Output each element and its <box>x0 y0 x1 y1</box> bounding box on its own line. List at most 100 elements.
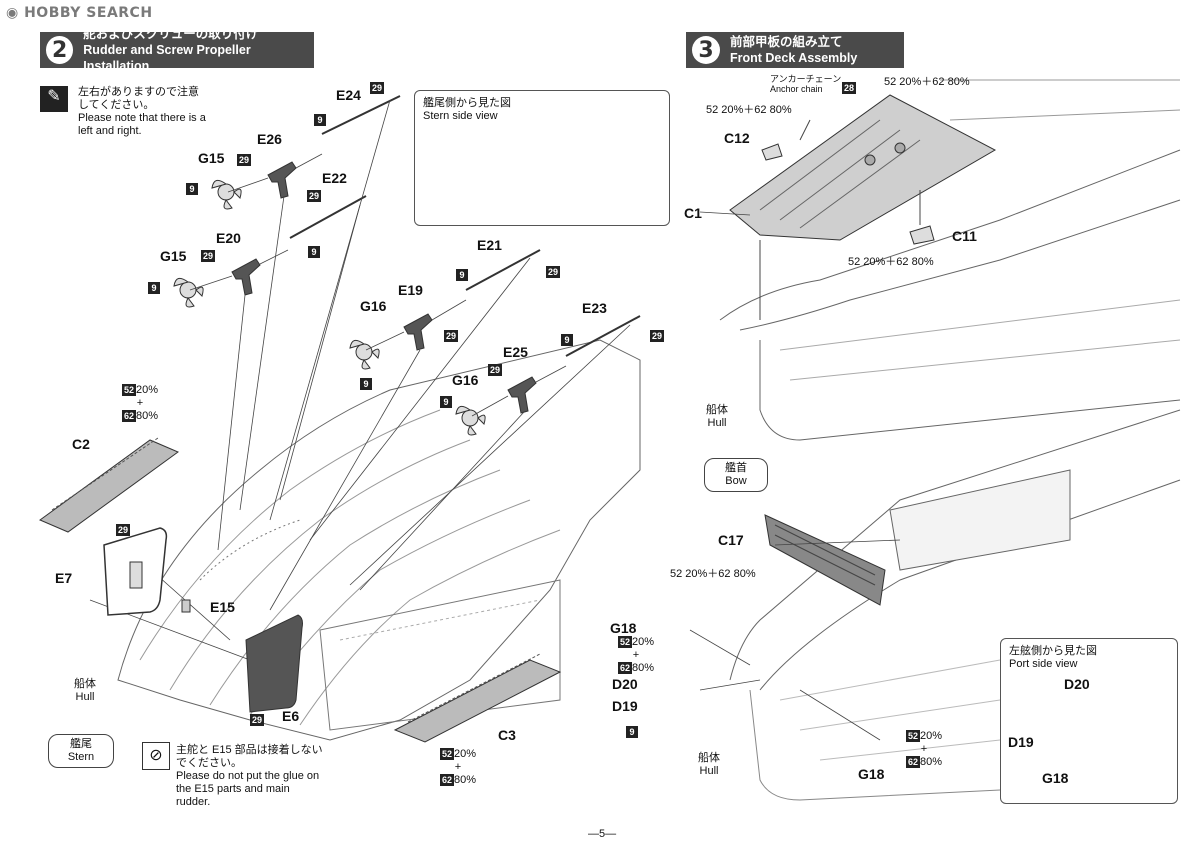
watermark-text: HOBBY SEARCH <box>24 5 153 21</box>
port-side-view-inset: 左舷側から見た図 Port side view <box>1000 638 1178 804</box>
deck-rail-c3 <box>393 653 562 743</box>
propeller-g15-upper <box>211 179 242 210</box>
paint-badge: 29 <box>488 364 503 376</box>
part-label-e25: E25 <box>503 344 528 360</box>
part-label-c12: C12 <box>724 130 750 146</box>
paint-mix-c11: 52 20%＋62 80% <box>848 256 934 268</box>
paint-mix-c12: 52 20%＋62 80% <box>706 104 792 116</box>
paint-badge: 9 <box>626 726 638 738</box>
propeller-shaft-e24 <box>321 95 401 135</box>
bow-hull-upper <box>719 79 1181 441</box>
shaft-bracket-e25 <box>507 376 537 414</box>
part-label-g15: G15 <box>198 150 225 166</box>
step-2-header: 2 舵およびスクリューの取り付け Rudder and Screw Propel… <box>40 27 314 73</box>
hull-label-bow-upper: 船体 Hull <box>706 404 728 429</box>
part-label-e6: E6 <box>282 708 300 724</box>
caution-icon: ✎ <box>40 86 68 112</box>
step-2-title-jp: 舵およびスクリューの取り付け <box>83 27 259 41</box>
part-label-e21: E21 <box>477 237 502 253</box>
port-view-title-jp: 左舷側から見た図 <box>1009 645 1097 657</box>
part-label-g18: G18 <box>610 620 637 636</box>
port-view-title-en: Port side view <box>1009 658 1078 670</box>
step-2-note-jp: 左右がありますので注意してください。 <box>78 86 199 111</box>
stern-side-view-inset: 艦尾側から見た図 Stern side view <box>414 90 670 226</box>
rudder-e7 <box>103 527 168 616</box>
part-label-c17: C17 <box>718 532 744 548</box>
paint-badge: 9 <box>148 282 160 294</box>
rudder-e6 <box>245 614 303 713</box>
watermark: ◉ HOBBY SEARCH <box>6 5 153 21</box>
part-label-e7: E7 <box>55 570 73 586</box>
propeller-g16-lower <box>455 405 486 436</box>
part-label-g15: G15 <box>160 248 187 264</box>
stern-view-title-en: Stern side view <box>423 110 498 122</box>
propeller-g16-upper <box>349 339 380 370</box>
paint-mix-deck: 52 20%＋62 80% <box>884 76 970 88</box>
step-3-header: 3 前部甲板の組み立て Front Deck Assembly <box>686 32 904 68</box>
step-3-number: 3 <box>692 36 720 64</box>
paint-badge: 9 <box>440 396 452 408</box>
front-deck-c1 <box>729 94 997 241</box>
paint-badge: 29 <box>546 266 561 278</box>
page-number: —5— <box>588 828 617 840</box>
paint-badge: 29 <box>444 330 459 342</box>
stern-hull-drawing <box>117 339 641 741</box>
watermark-logo-icon: ◉ <box>6 5 19 21</box>
paint-badge: 9 <box>561 334 573 346</box>
part-label-g16: G16 <box>452 372 479 388</box>
part-label-c3: C3 <box>498 727 516 743</box>
bow-hull-lower <box>729 409 1181 801</box>
paint-badge: 29 <box>237 154 252 166</box>
step-2-number: 2 <box>46 36 74 64</box>
paint-badge: 29 <box>370 82 385 94</box>
paint-badge: 29 <box>650 330 665 342</box>
paint-badge: 29 <box>201 250 216 262</box>
propeller-shaft-e22 <box>289 195 367 239</box>
propeller-shaft-e23 <box>565 315 641 357</box>
stern-view-title-jp: 艦尾側から見た図 <box>423 97 511 109</box>
paint-badge: 9 <box>314 114 326 126</box>
paint-badge: 9 <box>456 269 468 281</box>
step-3-title-en: Front Deck Assembly <box>730 51 858 65</box>
stern-label-box: 艦尾 Stern <box>48 734 114 768</box>
anchor-chain-label: アンカーチェーン Anchor chain <box>770 74 842 94</box>
paint-badge: 29 <box>250 714 265 726</box>
deck-fitting-c11 <box>909 225 935 245</box>
shaft-bracket-e26 <box>267 161 297 199</box>
shaft-bracket-e19 <box>403 313 433 351</box>
part-label-d20-inset: D20 <box>1064 676 1090 692</box>
part-label-c2: C2 <box>72 436 90 452</box>
part-label-c11: C11 <box>952 228 977 244</box>
paint-badge: 28 <box>842 82 857 94</box>
part-label-d19-inset: D19 <box>1008 734 1034 750</box>
bow-label-box: 艦首 Bow <box>704 458 768 492</box>
part-label-e19: E19 <box>398 282 423 298</box>
shaft-bracket-e20 <box>231 258 261 296</box>
hull-label-stern: 船体 Hull <box>74 678 96 703</box>
part-label-e24: E24 <box>336 87 361 103</box>
part-label-d20: D20 <box>612 676 638 692</box>
paint-badge: 9 <box>186 183 198 195</box>
step-3-title-jp: 前部甲板の組み立て <box>730 35 843 49</box>
propeller-g15-lower <box>173 277 204 308</box>
no-glue-icon: ⊘ <box>142 742 170 770</box>
step-2-note-en: Please note that there is a left and rig… <box>78 112 206 137</box>
pin-e15 <box>181 599 191 613</box>
deck-rail-c2 <box>38 437 180 533</box>
part-label-c1: C1 <box>684 205 702 221</box>
part-label-g18: G18 <box>858 766 885 782</box>
propeller-shaft-e21 <box>465 249 541 291</box>
step-2-note: 左右がありますので注意してください。 Please note that ther… <box>78 86 208 138</box>
step-2-title-en: Rudder and Screw Propeller Installation <box>83 43 251 73</box>
deck-fitting-c12 <box>761 143 783 161</box>
paint-badge: 9 <box>360 378 372 390</box>
part-label-g16: G16 <box>360 298 387 314</box>
part-label-e26: E26 <box>257 131 282 147</box>
paint-badge: 29 <box>116 524 131 536</box>
paint-badge: 29 <box>307 190 322 202</box>
part-label-d19: D19 <box>612 698 638 714</box>
paint-badge: 9 <box>308 246 320 258</box>
